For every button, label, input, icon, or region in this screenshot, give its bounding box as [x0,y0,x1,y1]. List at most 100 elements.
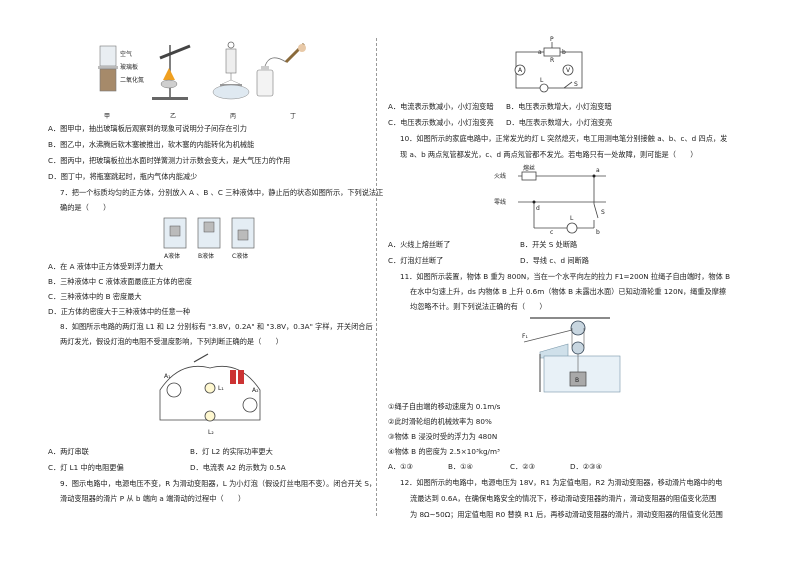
label-l1: L₁ [218,385,224,392]
q6-option-a: A．图甲中，抽出玻璃板后观察到的现象可说明分子间存在引力 [48,124,247,133]
q7-option-b: B．三种液体中 C 液体液面最底正方体的密度 [48,277,192,286]
label-s: S [574,81,578,88]
q9-option-b: B．电压表示数增大，小灯泡变暗 [506,102,612,111]
block-icon [569,371,587,387]
voltmeter-icon [562,64,574,76]
label-zero-line: 零线 [494,198,506,206]
q7-option-a: A．在 A 液体中正方体受到浮力最大 [48,262,164,271]
beaker-icon [163,217,187,249]
label-ammeter: A [518,67,523,74]
switch-icon [193,353,209,363]
q11-stem-line1: 11．如图所示装置，物体 B 重为 800N，当在一个水平向左的拉力 F1=20… [400,272,731,281]
q10-option-d: D．导线 c、d 间断路 [520,256,589,265]
q10-stem-line1: 10．如图所示的家庭电路中，正常发光的灯 L 突然熄灭，电工用测电笔分别接触 a… [400,134,728,143]
figure-q10-household-circuit: 火线 熔丝 零线 a b c d L S [494,164,606,236]
beaker-icon [197,217,221,249]
q8-stem-line2: 两灯发光，假设灯泡的电阻不受温度影响，下列判断正确的是（ ） [60,337,283,346]
q11-statement-2: ②此时滑轮组的机械效率为 80% [388,417,492,426]
label-lamp: L [570,215,574,222]
figure-q11-pulley: F₁ B [522,317,621,393]
figure-q8-circuit: A₁ L₁ A₂ L₂ [159,353,261,436]
column-divider [376,38,377,516]
q8-option-b: B．灯 L2 的实际功率更大 [190,447,273,456]
label-point-a: a [596,167,600,174]
switch-icon [563,81,573,89]
label-fuse: 熔丝 [523,164,535,172]
q11-statement-1: ①绳子自由端的移动速度为 0.1m/s [388,402,501,411]
q9-option-d: D．电压表示数增大，小灯泡变亮 [506,118,613,127]
q9-stem-line2: 滑动变阻器的滑片 P 从 b 端向 a 端滑动的过程中（ ） [60,494,246,503]
label-fire-line: 火线 [494,172,506,180]
q12-stem-line2: 流最达到 0.6A，在确保电路安全的情况下，移动滑动变阻器的滑片，滑动变阻器的阻… [410,494,717,503]
bulb-icon [539,83,549,93]
label-point-b: b [596,229,600,236]
label-l2: L₂ [208,429,214,436]
bulb-icon [566,222,578,234]
label-f1: F₁ [522,333,528,340]
ammeter-icon [514,64,526,76]
bottles-icon [98,45,118,92]
q11-statement-3: ③物体 B 浸没时受的浮力为 480N [388,432,498,441]
label-p: P [550,36,554,43]
beaker-icon [231,217,255,249]
bulb-icon [204,410,216,422]
pulley-icon [571,341,585,355]
label-no2: 二氧化氮 [120,76,144,84]
q11-option-d: D．②③④ [570,462,603,471]
caption-jia: 甲 [104,113,110,120]
pump-bottle-icon [256,42,306,97]
q10-option-b: B．开关 S 处断路 [520,240,578,249]
q8-option-c: C．灯 L1 中的电阻更偏 [48,463,124,472]
q10-option-a: A．火线上熔丝断了 [388,240,451,249]
label-point-c: c [550,229,553,236]
label-glass-plate: 玻璃板 [120,63,138,71]
label-air: 空气 [120,50,132,58]
q9-option-c: C．电压表示数减小，小灯泡变亮 [388,118,494,127]
q7-option-d: D．正方体的密度大于三种液体中的任意一种 [48,307,191,316]
q12-stem-line3: 为 8Ω~50Ω；用定值电阻 R0 替换 R1 后，再移动滑动变阻器的滑片，滑动… [410,510,723,519]
rheostat-icon [543,47,561,57]
q11-option-b: B．①④ [448,462,474,471]
q11-stem-line2: 在水中匀速上升，ds 内物体 B 上升 0.6m（物体 B 未露出水面）已知动滑… [410,287,727,296]
q12-stem-line1: 12．如图所示的电路中，电源电压为 18V，R1 为定值电阻，R2 为滑动变阻器… [400,478,723,487]
beaker-label-b: B液体 [198,252,214,260]
q10-stem-line2: 现 a、b 两点氖管都发光，c、d 两点氖管都不发光。若电路只有一处故障，则可能… [400,150,698,159]
label-b: b [562,49,566,56]
label-r: R [550,57,554,64]
beaker-label-c: C液体 [232,252,248,260]
figure-q6-apparatus: 空气 玻璃板 二氧化氮 甲 乙 丙 丁 [98,41,306,120]
test-tube-heating-icon [152,44,191,100]
label-a2: A₂ [252,387,259,394]
label-block-b: B [575,377,579,384]
q8-option-a: A．两灯串联 [48,447,89,456]
q6-option-d: D．图丁中，将瓶塞跳起时，瓶内气体内能减少 [48,172,198,181]
q7-stem-line1: 7．把一个标质均匀的正方体，分别放入 A 、B 、C 三种液体中，静止后的状态如… [60,188,384,197]
label-l: L [540,77,544,84]
q8-option-d: D．电流表 A2 的示数为 0.5A [190,463,286,472]
ammeter-icon [166,382,182,398]
q10-option-c: C．灯泡灯丝断了 [388,256,444,265]
q6-option-c: C．图丙中，把玻璃板拉出水面时弹簧测力计示数会变大，是大气压力的作用 [48,156,291,165]
caption-bing: 丙 [230,113,236,120]
pulley-icon [570,320,586,336]
label-a: a [538,49,542,56]
q7-option-c: C．三种液体中的 B 密度最大 [48,292,142,301]
q11-stem-line3: 均忽略不计。则下列说法正确的有（ ） [410,302,547,311]
ammeter-icon [242,397,258,413]
q11-option-c: C．②③ [510,462,536,471]
beaker-label-a: A液体 [164,252,180,260]
q9-stem-line1: 9．图示电路中，电源电压不变，R 为滑动变阻器，L 为小灯泡（假设灯丝电阻不变）… [60,479,377,488]
battery-icon [230,370,236,384]
spring-scale-icon [212,41,250,100]
fuse-icon [521,171,537,181]
q9-option-a: A．电流表示数减小，小灯泡变暗 [388,102,494,111]
label-a1: A₁ [164,373,171,380]
battery-icon [238,370,244,384]
label-switch: S [601,209,605,216]
q7-stem-line2: 确的是（ ） [60,203,111,212]
bulb-icon [204,382,216,394]
caption-yi: 乙 [170,113,176,120]
figure-q9-circuit: P a R b A V L S [514,36,583,93]
switch-icon [593,203,599,219]
label-voltmeter: V [566,67,571,74]
